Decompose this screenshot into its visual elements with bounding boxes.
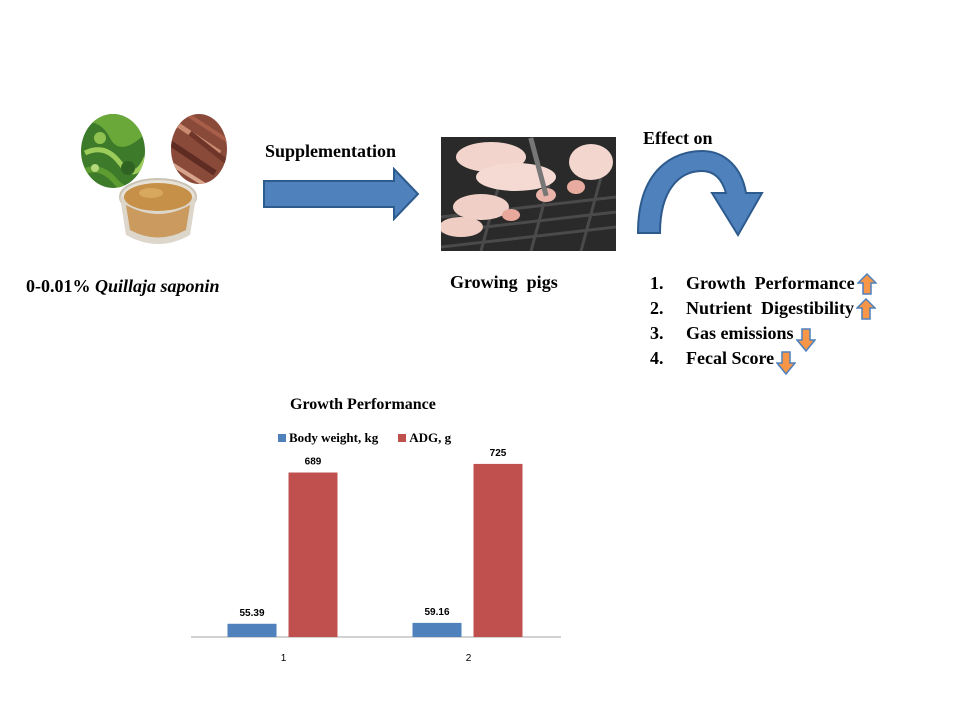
effect-number: 4. xyxy=(650,348,664,368)
bark-image xyxy=(170,113,228,185)
powder-bowl-image xyxy=(118,175,198,250)
effect-text: Fecal Score xyxy=(686,348,775,368)
right-arrow-icon xyxy=(263,167,420,221)
bar-body-weight-1 xyxy=(227,623,277,637)
bar-adg-1 xyxy=(288,472,338,637)
data-label: 55.39 xyxy=(239,608,264,619)
effect-item-gas: 3. Gas emissions xyxy=(650,321,877,352)
supplement-label: 0-0.01% Quillaja saponin xyxy=(26,276,220,297)
effect-number: 1. xyxy=(650,273,664,293)
pigs-photo xyxy=(441,137,616,251)
effect-item-digestibility: 2. Nutrient Digestibility xyxy=(650,296,877,321)
supplementation-label: Supplementation xyxy=(265,141,397,161)
herb-leaves-image xyxy=(80,113,146,189)
data-label: 689 xyxy=(305,457,322,468)
legend-label-adg: ADG, g xyxy=(409,430,452,445)
effect-text: Nutrient Digestibility xyxy=(686,298,854,318)
effects-list: 1. Growth Performance 2. Nutrient Digest… xyxy=(650,271,877,375)
curved-arrow-icon xyxy=(636,149,764,237)
up-arrow-icon xyxy=(856,297,876,320)
legend-swatch-adg xyxy=(398,434,407,442)
data-label: 59.16 xyxy=(424,607,449,618)
chart-legend: Body weight, kg ADG, g xyxy=(278,430,451,446)
bar-adg-2 xyxy=(473,463,523,637)
effect-number: 3. xyxy=(650,323,664,343)
effect-text: Gas emissions xyxy=(686,323,794,343)
x-tick-label: 2 xyxy=(466,653,472,664)
effect-text: Growth Performance xyxy=(686,273,855,293)
supplement-range: 0-0.01% xyxy=(26,276,91,296)
bar-body-weight-2 xyxy=(412,622,462,637)
effect-number: 2. xyxy=(650,298,664,318)
effect-on-label: Effect on xyxy=(643,128,713,148)
growing-pigs-label: Growing pigs xyxy=(450,272,558,292)
down-arrow-icon xyxy=(776,350,797,375)
effect-item-growth: 1. Growth Performance xyxy=(650,271,877,296)
data-label: 725 xyxy=(490,448,507,459)
x-tick-label: 1 xyxy=(281,653,287,664)
up-arrow-icon xyxy=(856,272,877,295)
effect-item-fecal: 4. Fecal Score xyxy=(650,346,877,375)
chart-title: Growth Performance xyxy=(290,396,436,413)
legend-label-body-weight: Body weight, kg xyxy=(289,430,379,445)
legend-swatch-body-weight xyxy=(278,434,286,442)
down-arrow-icon xyxy=(795,327,816,352)
supplement-name: Quillaja saponin xyxy=(95,276,220,296)
